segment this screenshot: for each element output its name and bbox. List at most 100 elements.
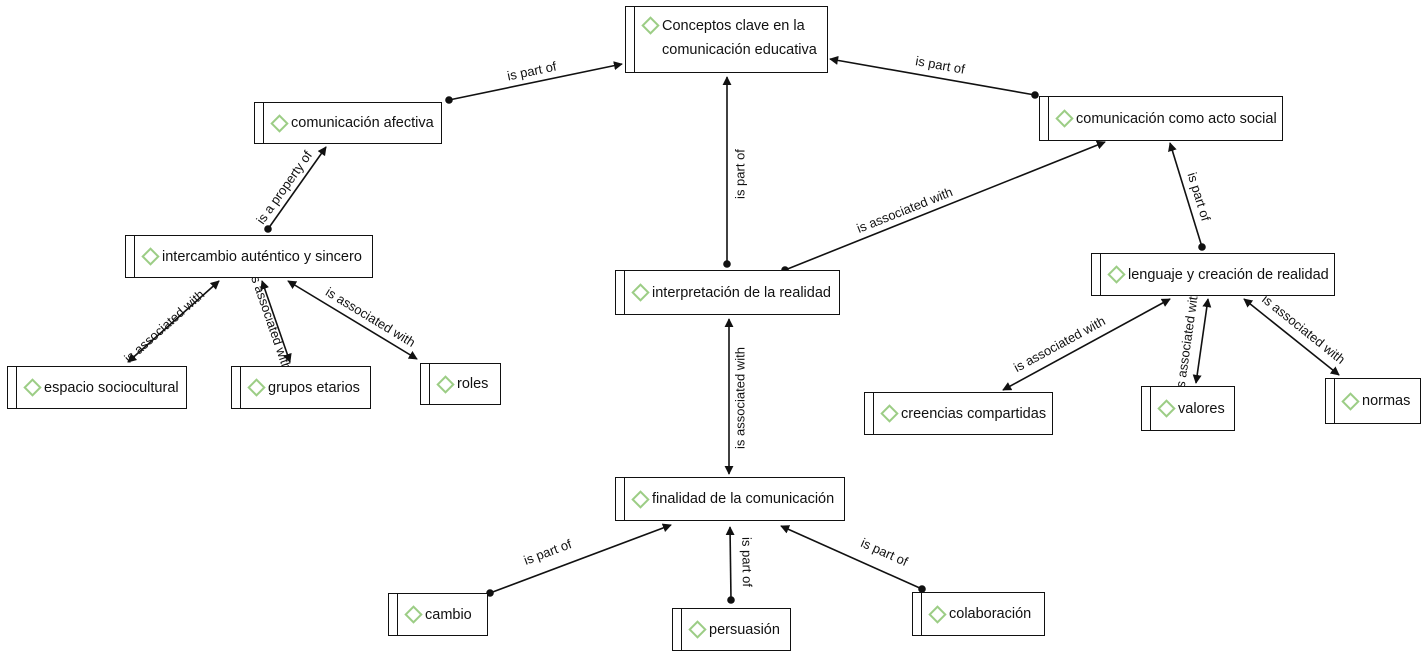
node-label: grupos etarios [268, 379, 360, 396]
edge-colab-finalidad: is part of [780, 525, 926, 593]
edge-label: is associated with [1011, 313, 1108, 375]
diamond-icon [1107, 265, 1126, 284]
node-label: persuasión [709, 621, 780, 638]
edge-start-dot [918, 585, 926, 593]
edge-lenguaje-valores: is associated with [1172, 288, 1212, 391]
node-espacio-sociocultural[interactable]: espacio sociocultural [7, 366, 187, 409]
edge-interc-roles: is associated with [287, 280, 418, 360]
edge-label: is associated with [1259, 291, 1348, 366]
edge-label: is associated with [732, 347, 747, 449]
edge-start-dot [1198, 243, 1206, 251]
node-label: cambio [425, 606, 472, 623]
node-grupos-etarios[interactable]: grupos etarios [231, 366, 371, 409]
edge-interc-afectiva: is a property of [253, 146, 327, 233]
edge-acto-root: is part of [829, 53, 1039, 99]
node-label: espacio sociocultural [44, 379, 179, 396]
edge-persuasion-finalidad: is part of [725, 526, 755, 604]
diamond-icon [404, 605, 423, 624]
edge-label: is part of [914, 53, 966, 76]
edge-label: is part of [522, 536, 574, 568]
node-finalidad[interactable]: finalidad de la comunicación [615, 477, 845, 521]
edge-label: is part of [1185, 171, 1214, 223]
node-comunicacion-afectiva[interactable]: comunicación afectiva [254, 102, 442, 144]
node-cambio[interactable]: cambio [388, 593, 488, 636]
diamond-icon [688, 620, 707, 639]
node-label: valores [1178, 400, 1225, 417]
edge-line [1192, 298, 1212, 384]
edge-label: is associated with [247, 271, 295, 372]
node-label: interpretación de la realidad [652, 284, 831, 301]
edge-line [489, 523, 672, 594]
edge-line [1168, 142, 1203, 248]
diamond-icon [928, 604, 947, 624]
edge-interp-acto: is associated with [781, 140, 1106, 274]
node-label: intercambio auténtico y sincero [162, 248, 362, 265]
edge-lenguaje-normas: is associated with [1243, 291, 1348, 376]
edge-line [780, 525, 923, 590]
node-label: comunicación como acto social [1076, 110, 1277, 127]
node-normas[interactable]: normas [1325, 378, 1421, 424]
edge-start-dot [1031, 91, 1039, 99]
diamond-icon [1055, 109, 1074, 128]
edge-line [267, 146, 327, 230]
diamond-icon [247, 378, 266, 397]
edge-line [1002, 298, 1171, 391]
node-persuasion[interactable]: persuasión [672, 608, 791, 651]
edge-start-dot [723, 260, 731, 268]
node-label: creencias compartidas [901, 405, 1047, 422]
edge-line [448, 61, 623, 101]
node-root[interactable]: Conceptos clave en la comunicación educa… [625, 6, 828, 73]
edge-start-dot [486, 589, 494, 597]
edge-line [127, 280, 220, 363]
diamond-icon [270, 113, 289, 133]
edge-interp-finalidad: is associated with [724, 318, 747, 475]
diamond-icon [641, 16, 660, 35]
edge-interc-grupos: is associated with [247, 271, 295, 372]
diamond-icon [141, 247, 160, 266]
edge-line [725, 526, 735, 601]
node-lenguaje[interactable]: lenguaje y creación de realidad [1091, 253, 1335, 296]
edge-label: is a property of [253, 148, 315, 227]
node-label: lenguaje y creación de realidad [1128, 266, 1329, 283]
edge-label: is associated with [121, 287, 207, 366]
edge-label: is associated with [323, 284, 418, 350]
diamond-icon [631, 283, 650, 302]
diamond-icon [880, 404, 899, 423]
diamond-icon [1157, 399, 1176, 418]
node-intercambio[interactable]: intercambio auténtico y sincero [125, 235, 373, 278]
node-roles[interactable]: roles [420, 363, 501, 405]
node-label: colaboración [949, 606, 1032, 622]
node-colaboracion[interactable]: colaboración [912, 592, 1045, 636]
edge-line [784, 140, 1106, 271]
edge-line [1243, 298, 1340, 376]
node-label: comunicación afectiva [291, 115, 434, 131]
node-label: Conceptos clave en la comunicación educa… [662, 18, 817, 58]
edge-start-dot [264, 225, 272, 233]
node-label: normas [1362, 393, 1411, 409]
node-creencias[interactable]: creencias compartidas [864, 392, 1053, 435]
node-comunicacion-acto-social[interactable]: comunicación como acto social [1039, 96, 1283, 141]
edge-line [829, 55, 1036, 96]
edge-afectiva-root: is part of [445, 58, 623, 104]
edge-cambio-finalidad: is part of [486, 523, 672, 597]
edge-lenguaje-creencias: is associated with [1002, 298, 1171, 391]
edge-interc-espacio: is associated with [121, 280, 220, 366]
edge-lenguaje-acto: is part of [1168, 142, 1214, 251]
diamond-icon [436, 374, 455, 394]
node-interpretacion[interactable]: interpretación de la realidad [615, 270, 840, 315]
edge-line [287, 280, 418, 360]
diamond-icon [631, 489, 650, 509]
node-label: roles [457, 376, 489, 392]
edge-label: is associated with [855, 184, 955, 236]
edge-label: is part of [739, 537, 755, 587]
node-valores[interactable]: valores [1141, 386, 1235, 431]
edge-label: is part of [732, 149, 747, 199]
diamond-icon [1341, 391, 1360, 411]
edge-start-dot [445, 96, 453, 104]
edge-line [260, 280, 292, 363]
diamond-icon [23, 378, 42, 397]
edge-interp-root: is part of [722, 76, 747, 268]
node-label: finalidad de la comunicación [652, 491, 835, 507]
